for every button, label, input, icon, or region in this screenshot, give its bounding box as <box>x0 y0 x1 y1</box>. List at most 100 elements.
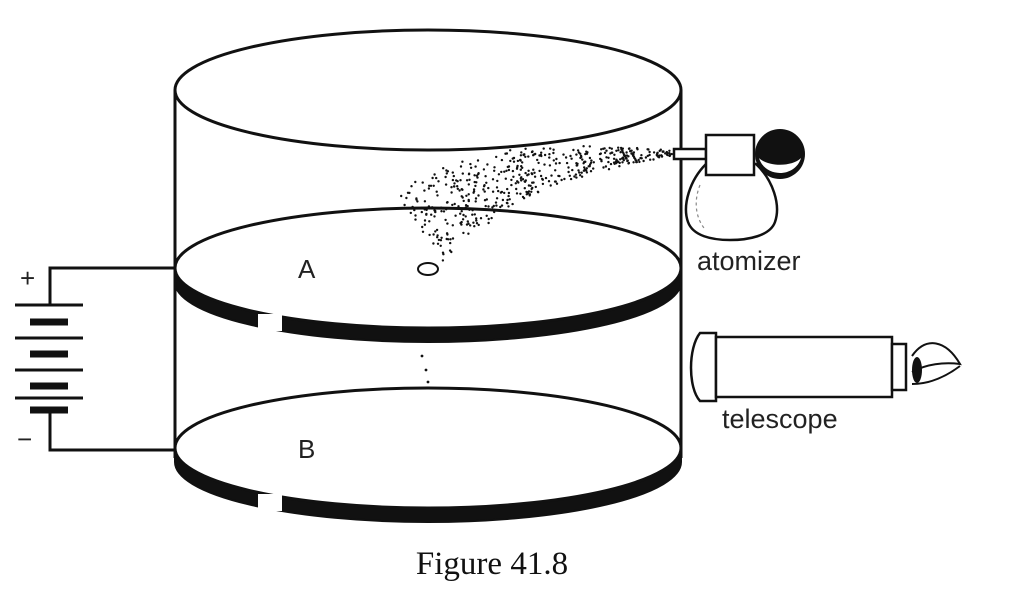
spray-droplet <box>605 149 608 152</box>
spray-droplet <box>527 155 530 158</box>
spray-droplet <box>454 214 457 217</box>
spray-droplet <box>473 213 476 216</box>
spray-droplet <box>475 217 478 220</box>
telescope-eyepiece <box>890 342 908 392</box>
spray-droplet <box>656 151 659 154</box>
spray-droplet <box>577 169 580 172</box>
spray-droplet <box>445 172 448 175</box>
spray-droplet <box>607 160 610 164</box>
spray-droplet <box>549 184 552 187</box>
spray-droplet <box>519 177 522 180</box>
spray-droplet <box>415 198 418 201</box>
spray-droplet <box>579 174 582 177</box>
spray-droplet <box>429 184 433 187</box>
spray-droplet <box>542 147 545 150</box>
spray-droplet <box>440 236 443 239</box>
spray-droplet <box>618 161 621 165</box>
spray-droplet <box>474 197 478 200</box>
spray-droplet <box>467 193 470 196</box>
spray-droplet <box>532 168 535 171</box>
spray-droplet <box>630 152 633 155</box>
spray-droplet <box>600 148 603 151</box>
spray-droplet <box>504 177 507 180</box>
spray-droplet <box>451 203 454 207</box>
spray-droplet <box>627 147 631 150</box>
spray-droplet <box>532 181 535 184</box>
spray-droplet <box>524 171 527 175</box>
spray-droplet <box>469 224 472 227</box>
spray-droplet <box>524 147 527 150</box>
spray-droplet <box>627 155 630 158</box>
spray-droplet <box>576 149 580 152</box>
spray-droplet <box>459 212 462 215</box>
spray-droplet <box>644 156 648 159</box>
spray-droplet <box>486 163 489 166</box>
spray-droplet <box>652 158 655 161</box>
spray-droplet <box>461 196 464 199</box>
spray-droplet <box>507 165 511 168</box>
spray-droplet <box>648 150 651 154</box>
spray-droplet <box>518 173 521 176</box>
spray-droplet <box>575 153 578 156</box>
spray-droplet <box>439 244 442 247</box>
spray-droplet <box>410 185 413 188</box>
spray-droplet <box>445 237 448 241</box>
atomizer-nozzle <box>672 147 708 161</box>
spray-droplet <box>519 154 523 157</box>
spray-droplet <box>431 176 434 180</box>
spray-droplet <box>622 157 625 161</box>
spray-droplet <box>464 215 467 218</box>
spray-droplet <box>420 210 423 214</box>
spray-droplet <box>428 233 431 237</box>
spray-droplet <box>442 210 446 213</box>
spray-droplet <box>495 204 498 207</box>
spray-droplet <box>413 208 416 212</box>
spray-droplet <box>660 154 663 157</box>
spray-droplet <box>431 206 434 209</box>
spray-droplet <box>579 156 582 160</box>
spray-droplet <box>575 176 578 179</box>
spray-droplet <box>581 158 584 161</box>
spray-droplet <box>482 168 486 171</box>
spray-droplet <box>469 166 473 169</box>
spray-droplet <box>523 180 526 183</box>
spray-droplet <box>467 172 471 175</box>
spray-droplet <box>592 161 595 164</box>
spray-droplet <box>495 197 499 200</box>
spray-droplet <box>428 220 431 223</box>
spray-droplet <box>435 176 438 180</box>
spray-droplet <box>475 174 478 177</box>
spray-droplet <box>564 156 568 159</box>
spray-droplet <box>455 179 458 182</box>
spray-droplet <box>436 236 439 239</box>
spray-droplet <box>540 154 543 158</box>
spray-droplet <box>617 149 620 152</box>
spray-droplet <box>408 191 411 195</box>
spray-droplet <box>494 201 498 204</box>
spray-droplet <box>453 182 456 185</box>
spray-droplet <box>436 194 439 197</box>
spray-droplet <box>555 157 558 161</box>
spray-droplet <box>442 253 445 256</box>
spray-droplet <box>603 151 607 154</box>
spray-droplet <box>425 208 428 212</box>
spray-droplet <box>423 219 427 222</box>
spray-droplet <box>669 153 672 156</box>
spray-droplet <box>543 163 546 166</box>
spray-droplet <box>574 173 578 176</box>
spray-droplet <box>483 199 487 202</box>
spray-droplet <box>506 198 509 202</box>
spray-droplet <box>495 186 499 189</box>
spray-droplet <box>572 148 575 152</box>
spray-droplet <box>467 183 470 186</box>
spray-droplet <box>533 175 537 178</box>
spray-droplet <box>509 159 512 163</box>
spray-droplet <box>423 189 426 192</box>
spray-droplet <box>487 221 490 225</box>
spray-droplet <box>484 204 487 208</box>
spray-droplet <box>585 167 588 170</box>
oil-spray <box>400 145 673 262</box>
spray-droplet <box>655 154 659 157</box>
spray-droplet <box>512 160 516 163</box>
spray-droplet <box>538 169 541 173</box>
